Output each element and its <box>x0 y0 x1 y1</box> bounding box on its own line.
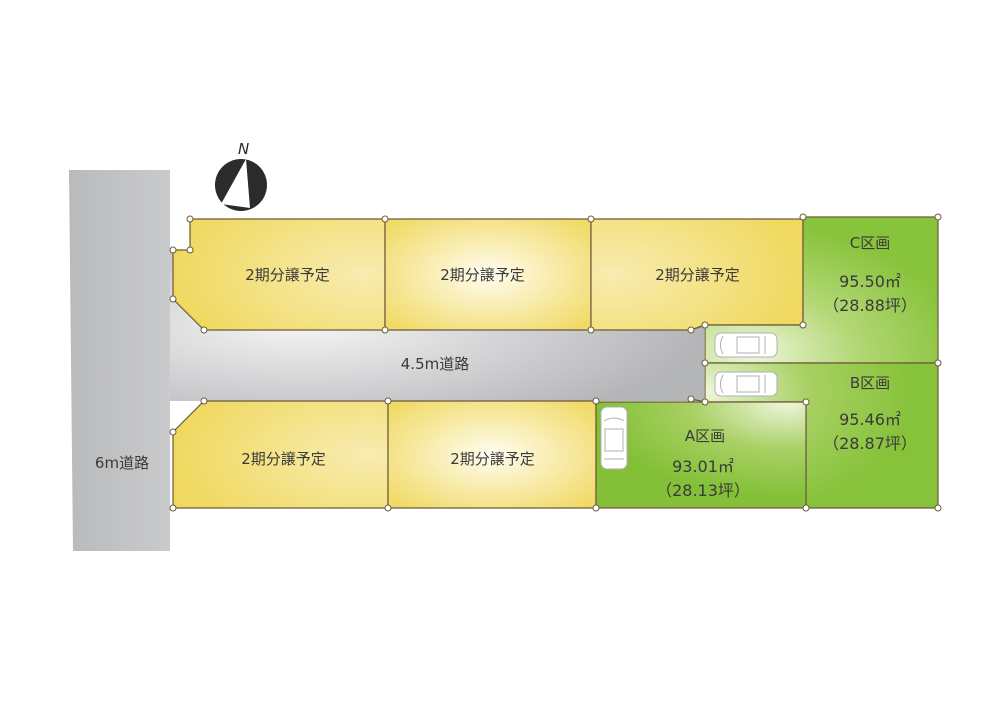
north-label: N <box>238 140 250 158</box>
lot-c-area-m2: 95.50㎡ <box>839 272 901 291</box>
lot-a-name: A区画 <box>684 427 726 445</box>
car-icon <box>714 332 778 358</box>
future-lot-top-2-label: 2期分譲予定 <box>440 266 525 284</box>
future-lot-top-1-label: 2期分譲予定 <box>245 266 330 284</box>
future-lot-top-3-label: 2期分譲予定 <box>655 266 740 284</box>
lot-b-area-m2: 95.46㎡ <box>839 410 901 429</box>
lot-a-area-tsubo: （28.13坪） <box>656 481 750 500</box>
main-road-label: 6m道路 <box>94 454 150 472</box>
car-icon <box>714 371 778 397</box>
inner-road-label: 4.5m道路 <box>400 355 470 373</box>
future-lot-bottom-2-label: 2期分譲予定 <box>450 450 535 468</box>
main-road <box>69 170 170 551</box>
lot-b-area-tsubo: （28.87坪） <box>823 434 917 453</box>
car-icon <box>600 406 628 470</box>
lot-c-area-tsubo: （28.88坪） <box>823 296 917 315</box>
lot-a-area-m2: 93.01㎡ <box>672 457 734 476</box>
lot-b-name: B区画 <box>849 374 891 392</box>
future-lot-bottom-1 <box>172 400 389 509</box>
boundary-markers <box>169 213 942 512</box>
future-lot-bottom-1-label: 2期分譲予定 <box>241 450 326 468</box>
north-compass-icon <box>215 159 267 211</box>
lot-c-name: C区画 <box>849 234 891 252</box>
